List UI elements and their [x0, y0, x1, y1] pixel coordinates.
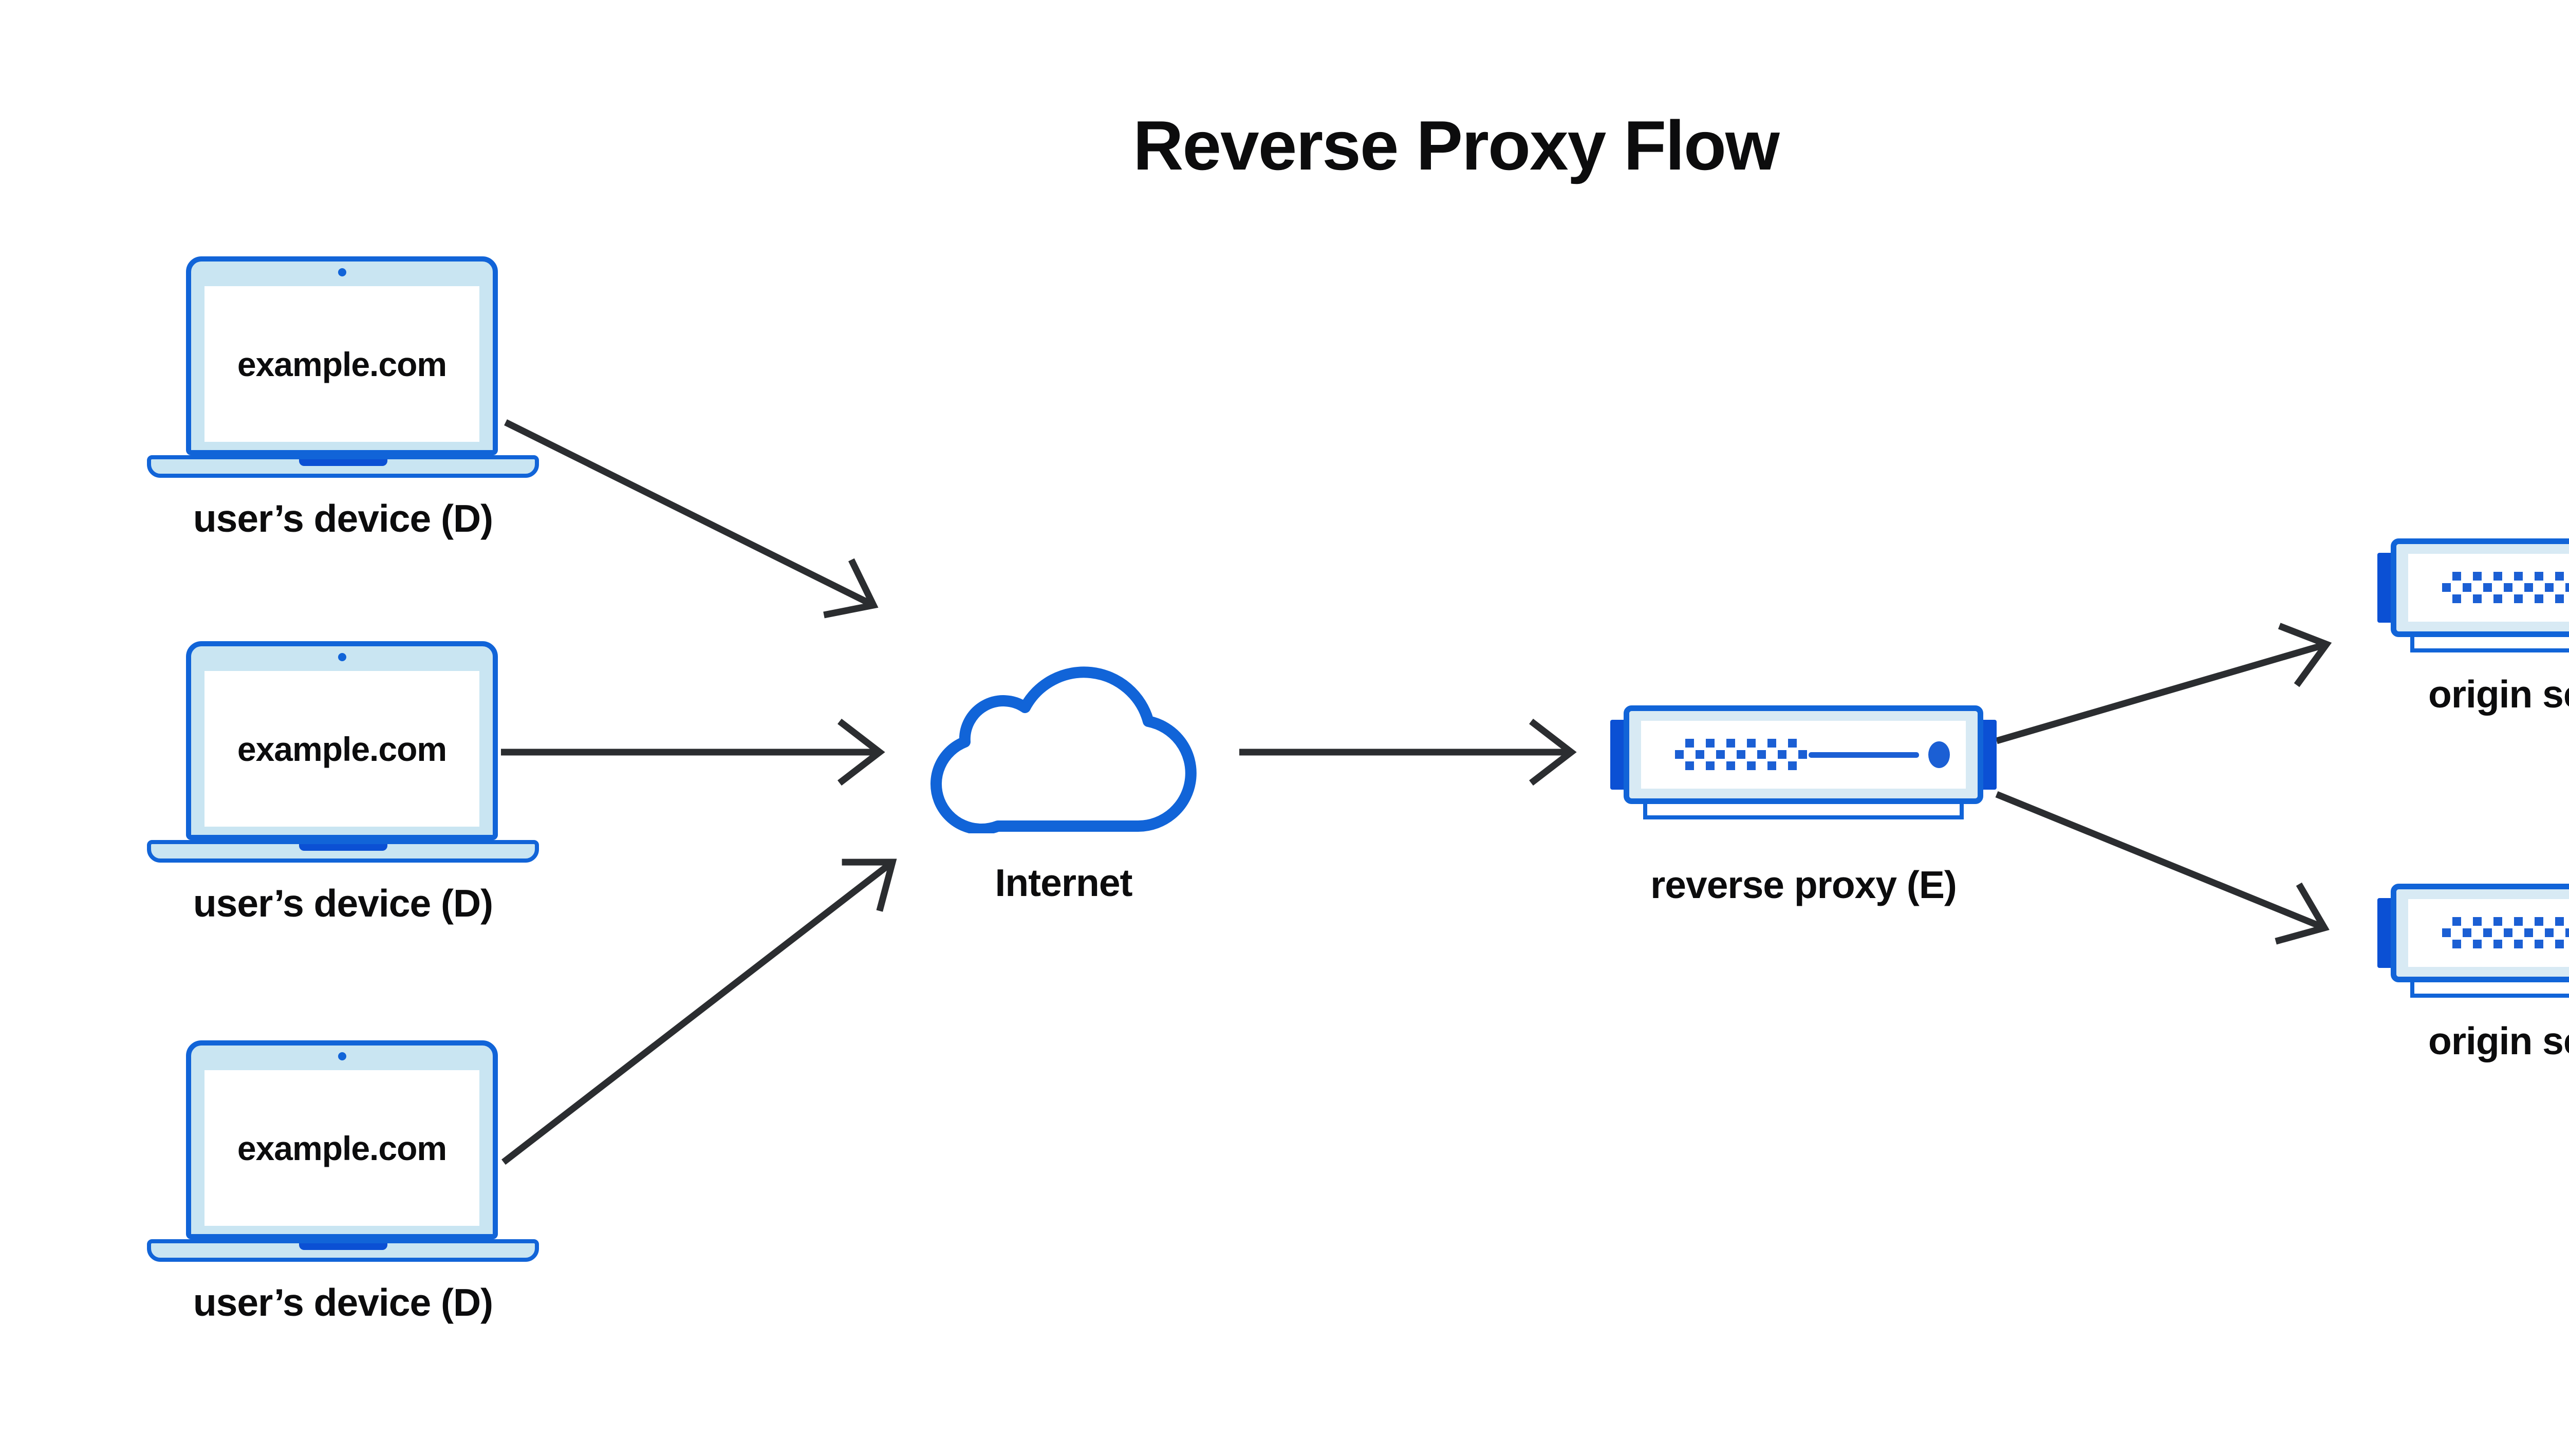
device-node-2: example.com user’s device (D)	[147, 641, 539, 925]
device-node-3: example.com user’s device (D)	[147, 1040, 539, 1324]
internet-node: Internet	[920, 654, 1207, 921]
device-node-1: example.com user’s device (D)	[147, 256, 539, 540]
arrow-internet-to-proxy	[1239, 718, 1577, 786]
reverse-proxy-node: reverse proxy (E)	[1610, 705, 1997, 906]
laptop-screen: example.com	[186, 1040, 498, 1239]
server-vent-pattern	[1675, 739, 1809, 771]
device-label: user’s device (D)	[193, 497, 493, 540]
screen-url-text: example.com	[237, 730, 447, 768]
reverse-proxy-label: reverse proxy (E)	[1650, 863, 1957, 906]
cloud-icon	[930, 666, 1197, 835]
camera-dot-icon	[338, 268, 346, 276]
arrow-device1-to-internet	[504, 419, 879, 619]
server-icon	[1610, 705, 1997, 819]
screen-url-text: example.com	[237, 345, 447, 383]
origin-server-label-1: origin server (F)	[2428, 673, 2569, 716]
arrow-device3-to-internet	[501, 858, 897, 1165]
laptop-display: example.com	[204, 286, 479, 442]
laptop-base	[147, 1239, 539, 1262]
device-label: user’s device (D)	[193, 1281, 493, 1324]
laptop-base	[147, 455, 539, 478]
screen-url-text: example.com	[237, 1129, 447, 1167]
camera-dot-icon	[338, 1052, 346, 1060]
laptop-screen: example.com	[186, 641, 498, 840]
internet-label: Internet	[995, 861, 1132, 904]
origin-server-node-1: origin server (F)	[2377, 538, 2569, 716]
laptop-screen: example.com	[186, 256, 498, 455]
device-label: user’s device (D)	[193, 882, 493, 925]
server-vent-pattern	[2442, 572, 2569, 604]
arrow-device2-to-internet	[501, 718, 885, 786]
server-vent-pattern	[2442, 917, 2569, 949]
camera-dot-icon	[338, 653, 346, 661]
server-icon	[2377, 884, 2569, 998]
laptop-hinge-notch	[299, 844, 387, 851]
page-title: Reverse Proxy Flow	[1133, 106, 1780, 184]
laptop-hinge-notch	[299, 459, 387, 466]
arrow-proxy-to-origin1	[1996, 623, 2332, 744]
server-slot	[1809, 752, 1919, 758]
server-icon	[2377, 538, 2569, 652]
server-power-light	[1928, 741, 1950, 768]
laptop-display: example.com	[204, 1070, 479, 1226]
origin-server-node-2: origin server (F)	[2377, 884, 2569, 1062]
laptop-hinge-notch	[299, 1243, 387, 1250]
laptop-base	[147, 840, 539, 863]
laptop-display: example.com	[204, 671, 479, 827]
arrow-proxy-to-origin2	[1995, 791, 2330, 945]
origin-server-label-2: origin server (F)	[2428, 1019, 2569, 1062]
